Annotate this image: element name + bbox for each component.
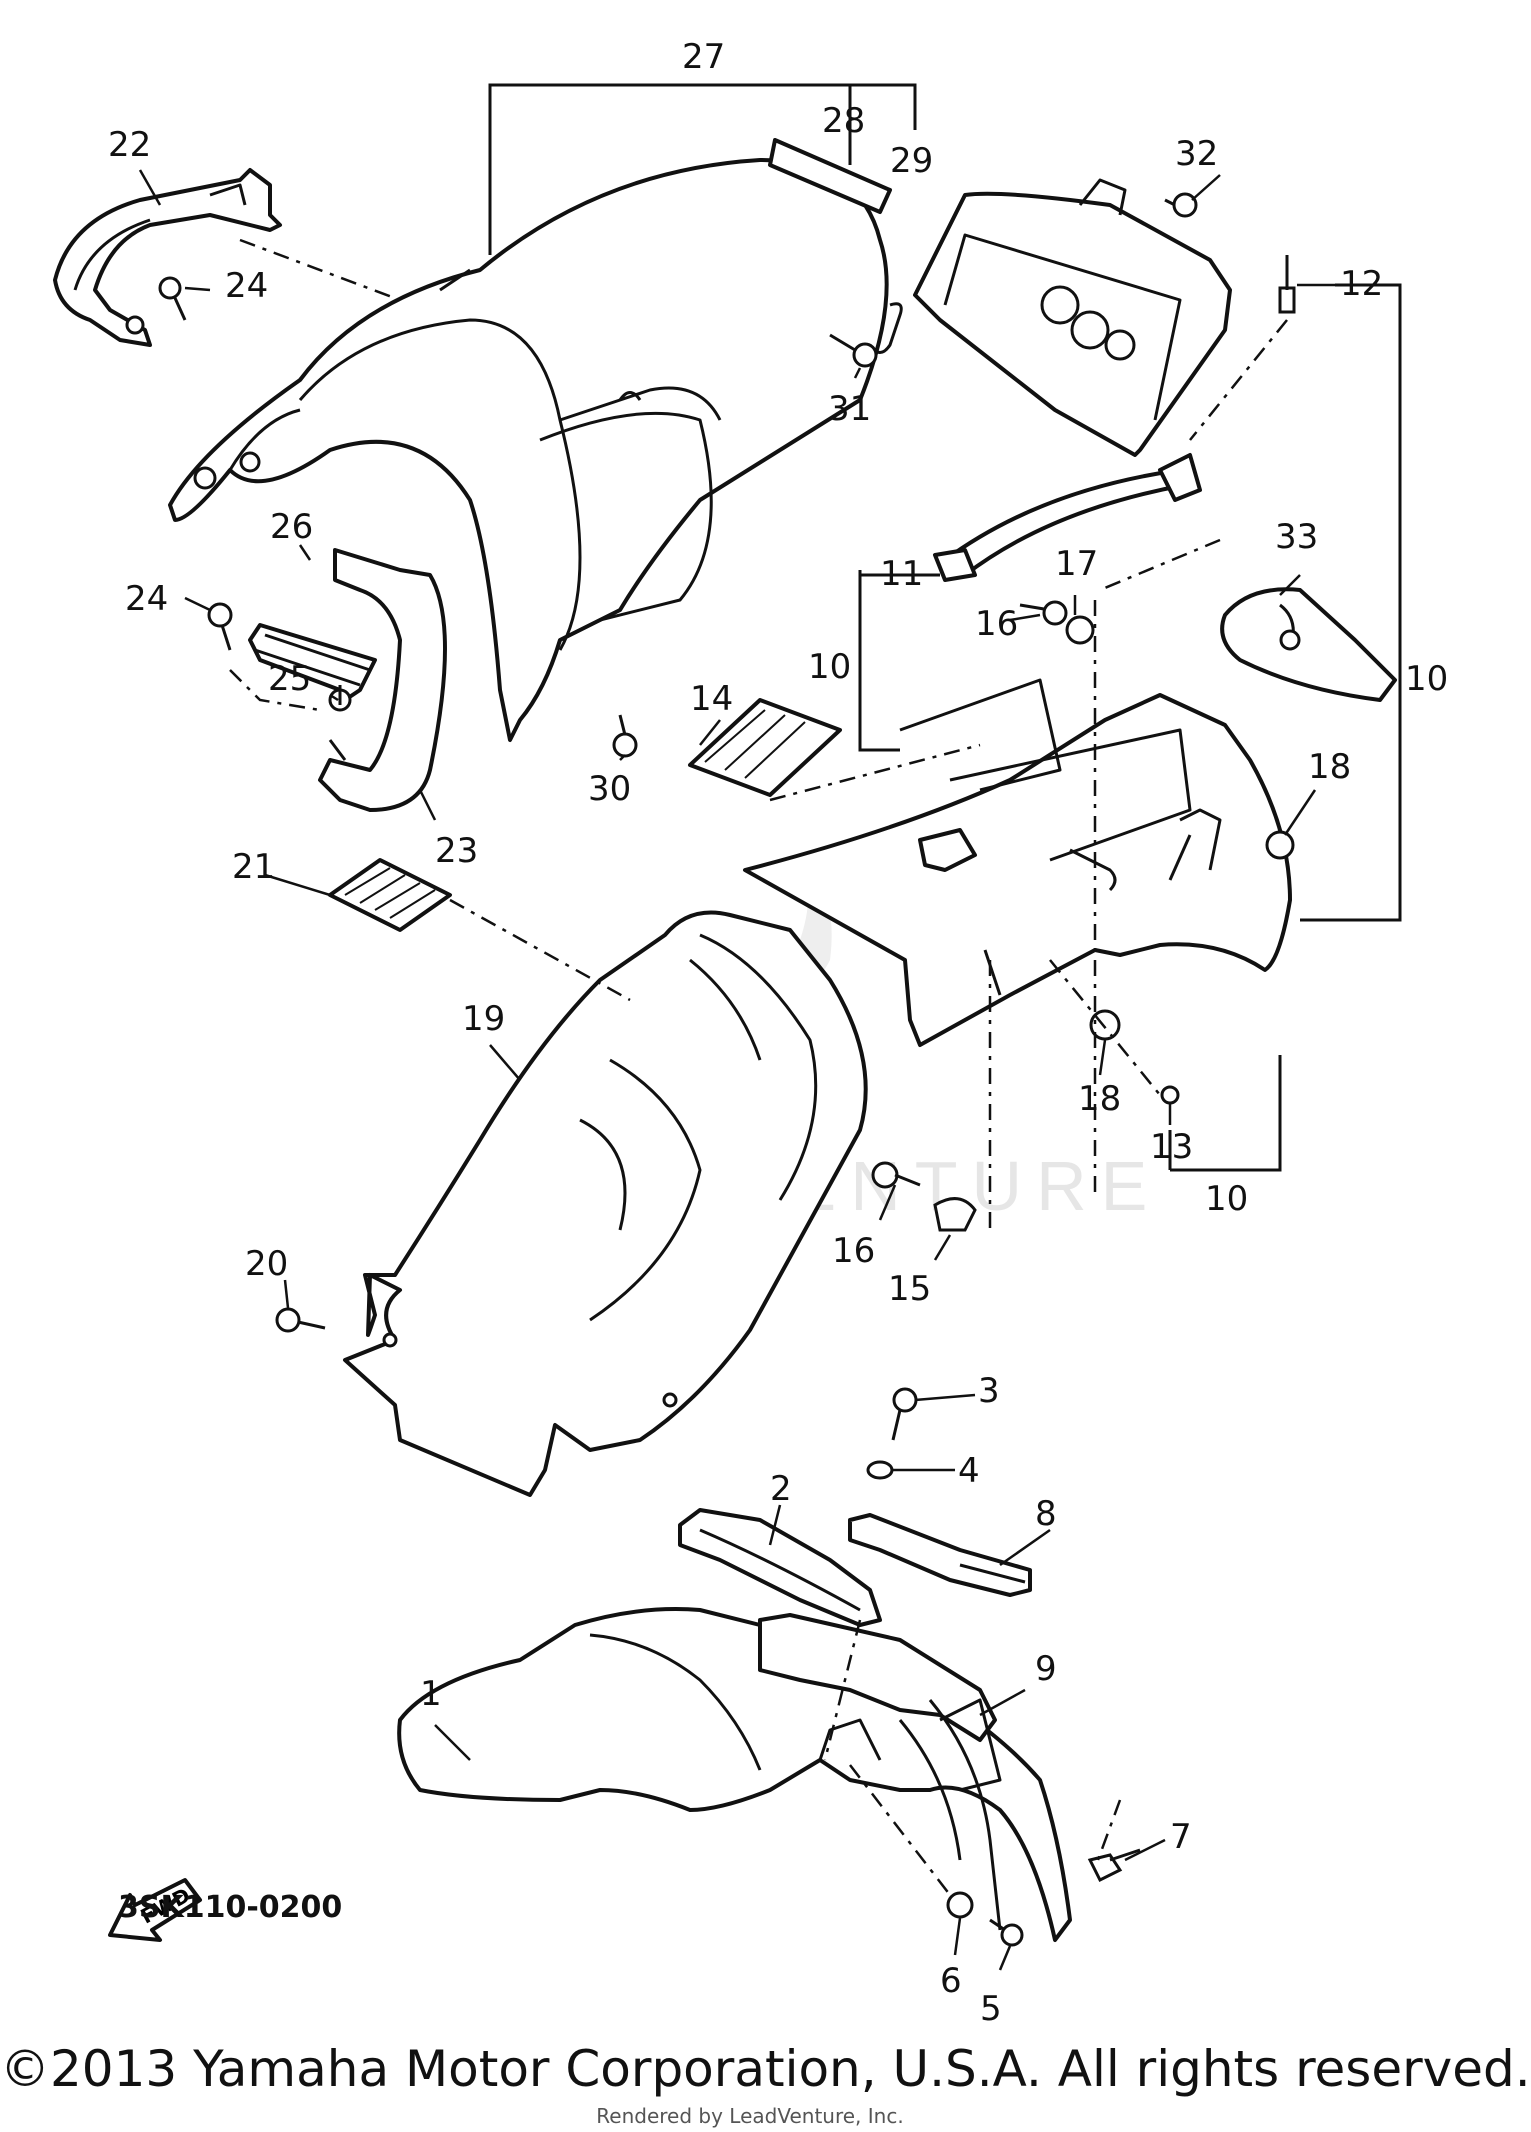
callout-20: 20	[245, 1244, 288, 1284]
callout-25: 25	[268, 659, 311, 699]
part-14-pad	[688, 698, 842, 797]
callout-16-lower: 16	[832, 1231, 875, 1271]
bracket-27	[488, 83, 917, 255]
part-2-bracket	[678, 1508, 882, 1627]
part-11-stay	[933, 453, 1202, 582]
callout-3: 3	[978, 1371, 1000, 1411]
callout-24-lower: 24	[125, 579, 168, 619]
part-25-bolt	[328, 685, 352, 712]
part-24-bolt-upper	[158, 276, 187, 321]
part-5-bolt	[989, 1918, 1024, 1947]
rendered-by-overlay: Rendered by LeadVenture, Inc.	[596, 2104, 904, 2128]
part-7-clip	[1087, 1848, 1141, 1883]
callout-4: 4	[958, 1451, 980, 1491]
part-19-rear-mudguard	[343, 910, 868, 1497]
callout-16-upper: 16	[975, 604, 1018, 644]
callout-29: 29	[890, 141, 933, 181]
callout-33: 33	[1275, 517, 1318, 557]
part-9-fender-inner	[758, 1613, 1002, 1931]
diagram-code: 3SK110-0200	[118, 1890, 343, 1925]
callout-9: 9	[1035, 1649, 1057, 1689]
part-10-rear-fender-assembly	[743, 678, 1292, 1047]
tail-light-housing	[913, 178, 1232, 457]
callout-2: 2	[770, 1469, 792, 1509]
part-24-bolt-lower	[207, 602, 233, 651]
copyright-notice: ©2013 Yamaha Motor Corporation, U.S.A. A…	[0, 2040, 1531, 2098]
callout-32: 32	[1175, 134, 1218, 174]
callout-28: 28	[822, 101, 865, 141]
part-13-washer	[1160, 1085, 1180, 1105]
leader-lines	[138, 169, 1317, 1971]
part-22-grab-bar	[53, 168, 282, 347]
callout-24-upper: 24	[225, 266, 268, 306]
callout-15: 15	[888, 1269, 931, 1309]
callout-19: 19	[462, 999, 505, 1039]
callout-17: 17	[1055, 544, 1098, 584]
part-20-bolt	[275, 1307, 326, 1333]
part-28-strip	[768, 138, 892, 214]
part-23-26-side-cover	[248, 548, 447, 812]
callout-6: 6	[940, 1961, 962, 2001]
part-4-grommet	[866, 1460, 894, 1480]
callout-10-c: 10	[1205, 1179, 1248, 1219]
callout-13: 13	[1150, 1127, 1193, 1167]
bracket-10c	[1168, 1055, 1282, 1172]
callout-30: 30	[588, 769, 631, 809]
part-8-bracket	[848, 1513, 1032, 1597]
callout-14: 14	[690, 679, 733, 719]
callout-10-b: 10	[1405, 659, 1448, 699]
bracket-10b	[1300, 283, 1402, 922]
part-3-bolt	[891, 1387, 918, 1441]
callout-18-lower: 18	[1078, 1079, 1121, 1119]
callout-7: 7	[1170, 1817, 1192, 1857]
part-27-seat-cowl	[168, 158, 889, 742]
callout-5: 5	[980, 1989, 1002, 2029]
part-12-pin	[1278, 255, 1335, 314]
part-21-pad	[328, 858, 452, 932]
callout-18-upper: 18	[1308, 747, 1351, 787]
part-6-nut	[946, 1891, 974, 1919]
callout-26: 26	[270, 507, 313, 547]
callout-1: 1	[420, 1674, 442, 1714]
callout-11: 11	[880, 554, 923, 594]
callout-8: 8	[1035, 1494, 1057, 1534]
callout-10-a: 10	[808, 647, 851, 687]
parts-diagram: LEADVENTURE	[53, 37, 1448, 2029]
bracket-10a	[858, 570, 900, 752]
part-16-17-bolt-nut	[1019, 595, 1095, 645]
callout-12: 12	[1340, 264, 1383, 304]
part-1-front-fender	[397, 1607, 1072, 1942]
part-32-nut	[1164, 192, 1198, 218]
callout-31: 31	[828, 389, 871, 429]
callout-27: 27	[682, 37, 725, 77]
part-18-nut-upper	[1265, 830, 1295, 860]
callout-22: 22	[108, 125, 151, 165]
callouts: 27 28 29 22 24 32 12 31 33 11 17 16 26 2…	[108, 37, 1448, 2029]
part-15-16-lower-fasteners	[871, 1161, 977, 1232]
part-31-bolt	[829, 333, 878, 368]
part-30-bolt	[612, 714, 638, 758]
callout-21: 21	[232, 847, 275, 887]
callout-23: 23	[435, 831, 478, 871]
part-33-bag	[1220, 587, 1397, 702]
